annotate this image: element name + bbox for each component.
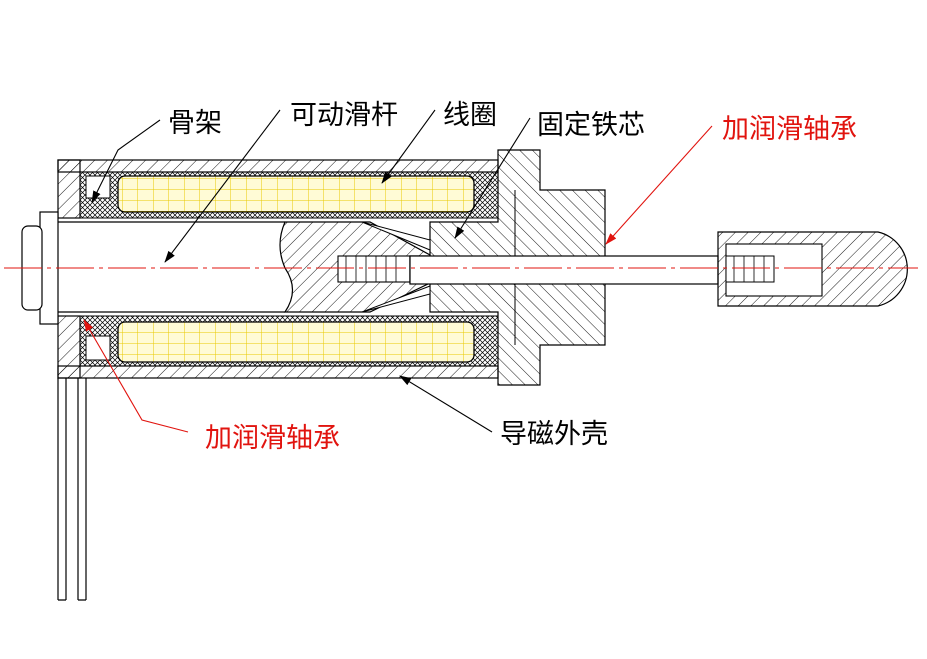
label-bearing-right: 加润滑轴承	[722, 114, 857, 145]
plunger	[279, 221, 431, 313]
rod-end	[717, 231, 908, 307]
leader-bearing-right	[605, 125, 713, 245]
label-fixed-core: 固定铁芯	[537, 110, 645, 141]
label-bobbin: 骨架	[168, 108, 222, 139]
label-plunger: 可动滑杆	[290, 100, 398, 131]
push-rod	[409, 255, 719, 285]
label-bearing-left: 加润滑轴承	[205, 423, 340, 454]
leader-coil	[381, 109, 436, 184]
leader-bearing-left	[83, 319, 189, 433]
label-shell: 导磁外壳	[500, 419, 608, 450]
leader-lines	[83, 109, 713, 433]
lead-wires	[57, 378, 87, 601]
leader-fixed-core	[454, 117, 531, 239]
leader-shell	[399, 375, 493, 433]
leader-plunger	[164, 109, 281, 263]
leader-bobbin	[91, 119, 161, 203]
coil-windings	[117, 175, 475, 363]
label-coil: 线圈	[443, 100, 497, 131]
